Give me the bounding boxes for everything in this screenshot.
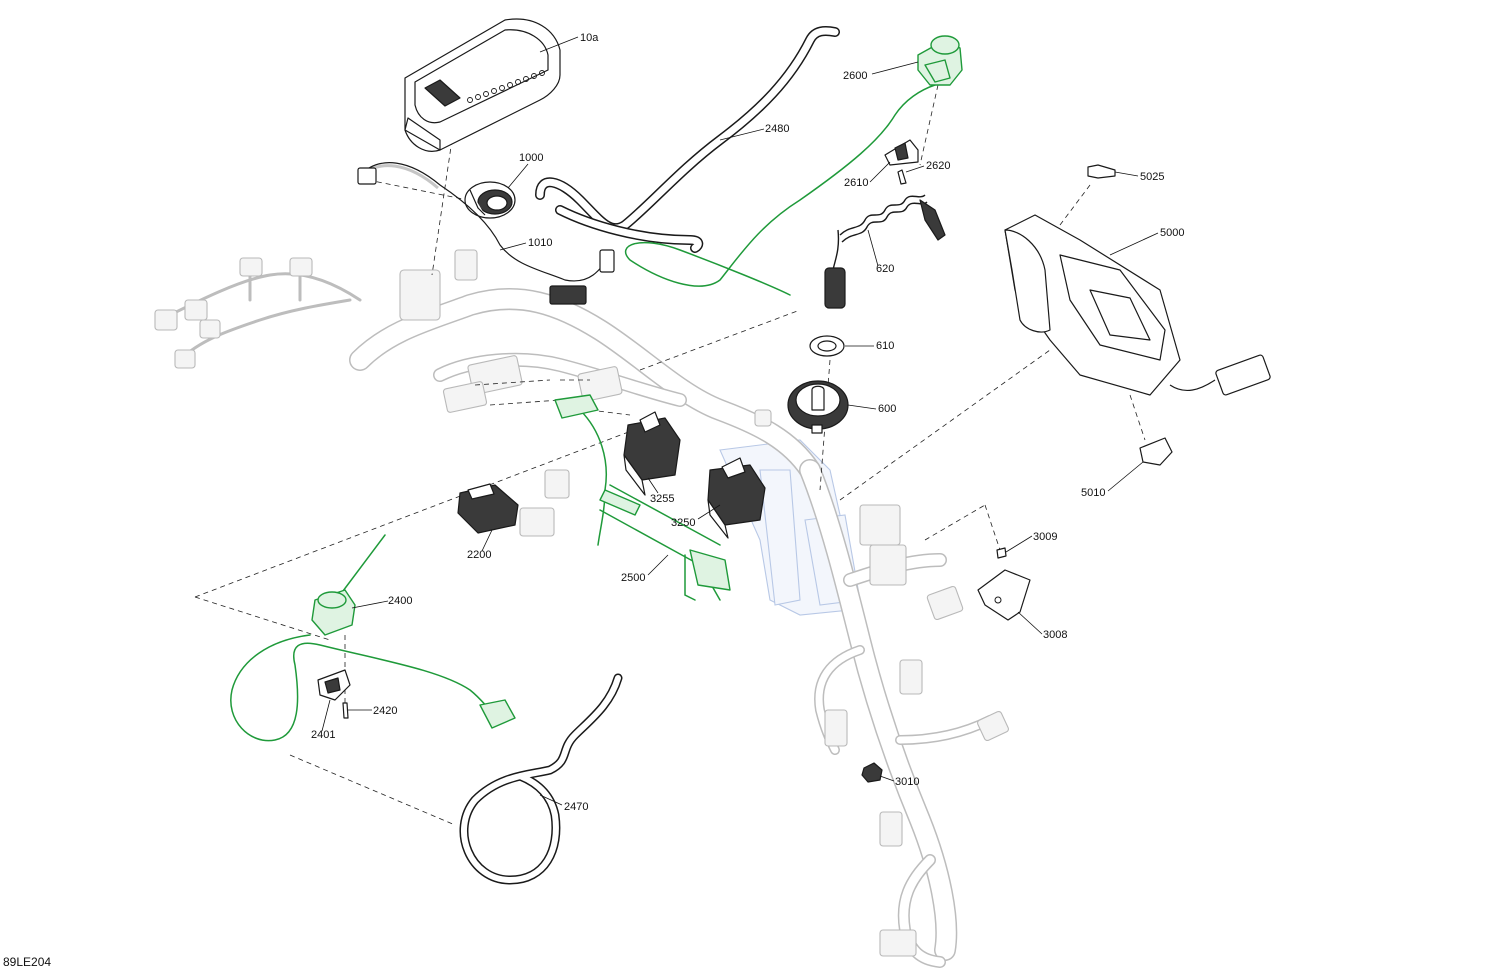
label-5010: 5010 (1081, 487, 1105, 499)
screw-2620 (897, 169, 907, 185)
label-2470: 2470 (564, 801, 588, 813)
cap-5010 (1139, 437, 1173, 466)
label-3009: 3009 (1033, 531, 1057, 543)
label-3255: 3255 (650, 493, 674, 505)
coiled-tether-620 (824, 194, 946, 309)
sensor-2600-green (624, 35, 963, 296)
leader-lines (321, 36, 1159, 806)
screw-3009 (996, 547, 1007, 559)
bracket-3008 (977, 569, 1031, 621)
label-3010: 3010 (895, 776, 919, 788)
power-socket-1000 (464, 181, 516, 219)
label-620: 620 (876, 263, 894, 275)
sensor-2200 (457, 483, 519, 534)
ring-610 (809, 335, 845, 357)
label-1000: 1000 (519, 152, 543, 164)
label-600: 600 (878, 403, 896, 415)
label-2200: 2200 (467, 549, 491, 561)
harness-2500-green (554, 394, 731, 601)
switch-3255 (623, 411, 681, 496)
wire-1010 (357, 162, 615, 305)
label-610: 610 (876, 340, 894, 352)
sensor-2400-green (230, 534, 516, 742)
document-id: 89LE204 (3, 955, 51, 969)
label-2600: 2600 (843, 70, 867, 82)
part-labels: 10a 1000 1010 2480 2600 2610 2620 620 61… (311, 32, 1184, 813)
ecu-module-5000 (1004, 214, 1271, 396)
label-1010: 1010 (528, 237, 552, 249)
label-5000: 5000 (1160, 227, 1184, 239)
hose-2470 (459, 673, 623, 885)
label-10a: 10a (580, 32, 599, 44)
instrument-cluster-10a (404, 18, 561, 152)
label-2401: 2401 (311, 729, 335, 741)
hose-2480 (535, 26, 840, 253)
bracket-2610 (884, 139, 919, 166)
label-2610: 2610 (844, 177, 868, 189)
screw-2420 (342, 702, 349, 719)
label-3008: 3008 (1043, 629, 1067, 641)
label-3250: 3250 (671, 517, 695, 529)
assembly-dashed-lines (194, 84, 1146, 826)
main-wiring-harness (154, 249, 1009, 968)
label-2620: 2620 (926, 160, 950, 172)
label-2480: 2480 (765, 123, 789, 135)
label-5025: 5025 (1140, 171, 1164, 183)
label-2400: 2400 (388, 595, 412, 607)
switch-600 (787, 380, 849, 434)
label-2420: 2420 (373, 705, 397, 717)
bolt-5025 (1087, 164, 1116, 179)
cluster-buttons (467, 70, 545, 103)
nut-3010 (861, 762, 883, 783)
bracket-2401 (317, 669, 351, 701)
label-2500: 2500 (621, 572, 645, 584)
